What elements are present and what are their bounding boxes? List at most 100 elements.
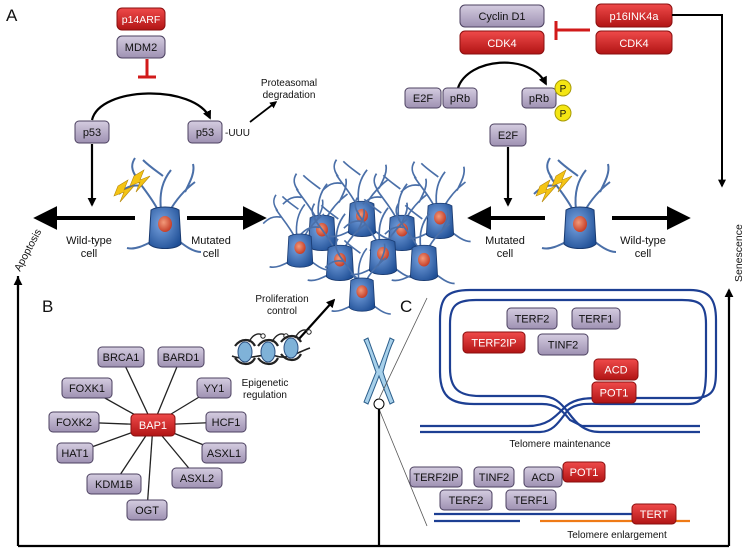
lightning-icon [551,169,573,193]
e2f-bottom-label: E2F [498,130,518,142]
phosphate-2-label: P [560,109,567,120]
telomere-enlargement-label: Telomere enlargement [567,530,667,541]
partner-brca1-node: BRCA1 [97,346,145,368]
partner-foxk1-label: FOXK1 [69,383,105,395]
wild-type-left-line1: Wild-type [66,235,112,247]
mdm2-node: MDM2 [116,35,166,59]
phosphate-badge: P [554,104,572,122]
p16ink4a-label: p16INK4a [610,11,660,23]
partner-yy1-label: YY1 [204,383,225,395]
maint-terf2ip-label: TERF2IP [471,338,516,350]
wild-type-right-line2: cell [635,248,652,260]
enl-acd-node: ACD [523,466,563,488]
maint-terf2-node: TERF2 [506,307,558,330]
prb-right-label: pRb [529,93,549,105]
partner-brca1-label: BRCA1 [103,352,140,364]
p53-right-label: p53 [196,127,214,139]
neuron-wild-type-right [533,157,617,253]
proteasomal-line2: degradation [263,90,316,101]
partner-foxk2-node: FOXK2 [48,411,100,433]
enl-terf2ip-node: TERF2IP [409,466,463,488]
prb-phosphorylation-arrow [456,61,547,89]
chromosome-icon [363,337,395,410]
feedback-path [16,276,731,548]
cdk4-node-right: CDK4 [595,30,673,55]
neuron-wild-type-left [118,157,202,253]
partner-hcf1-label: HCF1 [212,417,241,429]
enl-terf2ip-label: TERF2IP [413,472,458,484]
cdk4-right-label: CDK4 [619,38,648,50]
p53-node-left: p53 [74,120,110,144]
zoom-line [378,297,428,400]
bap1-node: BAP1 [130,413,176,437]
partner-bard1-label: BARD1 [163,352,200,364]
enl-tinf2-node: TINF2 [473,466,515,488]
maint-tinf2-node: TINF2 [537,333,589,356]
p53-left-label: p53 [83,127,101,139]
partner-asxl2-label: ASXL2 [180,473,214,485]
partner-asxl1-label: ASXL1 [207,448,241,460]
proliferation-line1: Proliferation [255,294,308,305]
maint-tinf2-label: TINF2 [548,340,579,352]
mdm2-label: MDM2 [125,42,157,54]
senescence-label: Senescence [733,224,745,282]
cyclin-d1-label: Cyclin D1 [478,11,525,23]
enl-pot1-node: POT1 [562,461,606,483]
wild-type-right-line1: Wild-type [620,235,666,247]
partner-yy1-node: YY1 [196,377,232,399]
mutated-left-line1: Mutated [191,235,231,247]
maint-terf1-node: TERF1 [571,307,621,330]
proliferation-arrow [297,298,336,341]
epigenetic-line1: Epigenetic [242,378,289,389]
partner-ogt-label: OGT [135,505,159,517]
enl-terf2-node: TERF2 [439,489,493,511]
e2f-top-label: E2F [413,93,433,105]
p16ink4a-node: p16INK4a [595,3,673,28]
partner-kdm1b-node: KDM1B [86,473,142,495]
prb-node-right: pRb [521,87,557,109]
prb-left-label: pRb [450,93,470,105]
panel-label-c: C [400,297,412,316]
phosphate-badge: P [554,79,572,97]
maint-terf2-label: TERF2 [515,314,550,326]
cyclin-d1-node: Cyclin D1 [459,4,545,28]
mutated-left-line2: cell [203,248,220,260]
proliferation-line2: control [267,306,297,317]
maint-acd-label: ACD [604,365,627,377]
partner-foxk1-node: FOXK1 [61,377,113,399]
enl-tert-label: TERT [640,509,669,521]
e2f-node-top: E2F [404,87,442,109]
bap1-label: BAP1 [139,420,167,432]
partner-foxk2-label: FOXK2 [56,417,92,429]
tumor-cell-cluster [262,158,472,315]
prb-node-left: pRb [442,87,478,109]
partner-hat1-label: HAT1 [61,448,88,460]
enl-terf1-label: TERF1 [514,495,549,507]
mutated-right-line1: Mutated [485,235,525,247]
telomere-maintenance-label: Telomere maintenance [509,439,611,450]
p53-node-right: p53 [187,120,223,144]
wild-type-left-line2: cell [81,248,98,260]
enl-acd-label: ACD [531,472,554,484]
cdk4-node-left: CDK4 [459,30,545,55]
enl-pot1-label: POT1 [570,467,599,479]
mutated-right-line2: cell [497,248,514,260]
apoptosis-label: Apoptosis [12,227,44,273]
nucleosome-chain-icon [231,328,313,366]
maint-pot1-label: POT1 [600,388,629,400]
epigenetic-line2: regulation [243,390,287,401]
degradation-arrow [249,101,278,123]
partner-asxl1-node: ASXL1 [201,442,247,464]
zoom-line [378,408,428,527]
t-loop-dna [420,288,718,434]
cdk4-left-label: CDK4 [487,38,516,50]
partner-bard1-node: BARD1 [157,346,205,368]
maint-terf1-label: TERF1 [579,314,614,326]
maint-acd-node: ACD [593,358,639,381]
p53-ubiquitination-arrow [90,92,211,121]
proteasomal-line1: Proteasomal [261,78,317,89]
enl-tert-node: TERT [631,503,677,525]
partner-hcf1-node: HCF1 [205,411,247,433]
partner-asxl2-node: ASXL2 [171,467,223,489]
